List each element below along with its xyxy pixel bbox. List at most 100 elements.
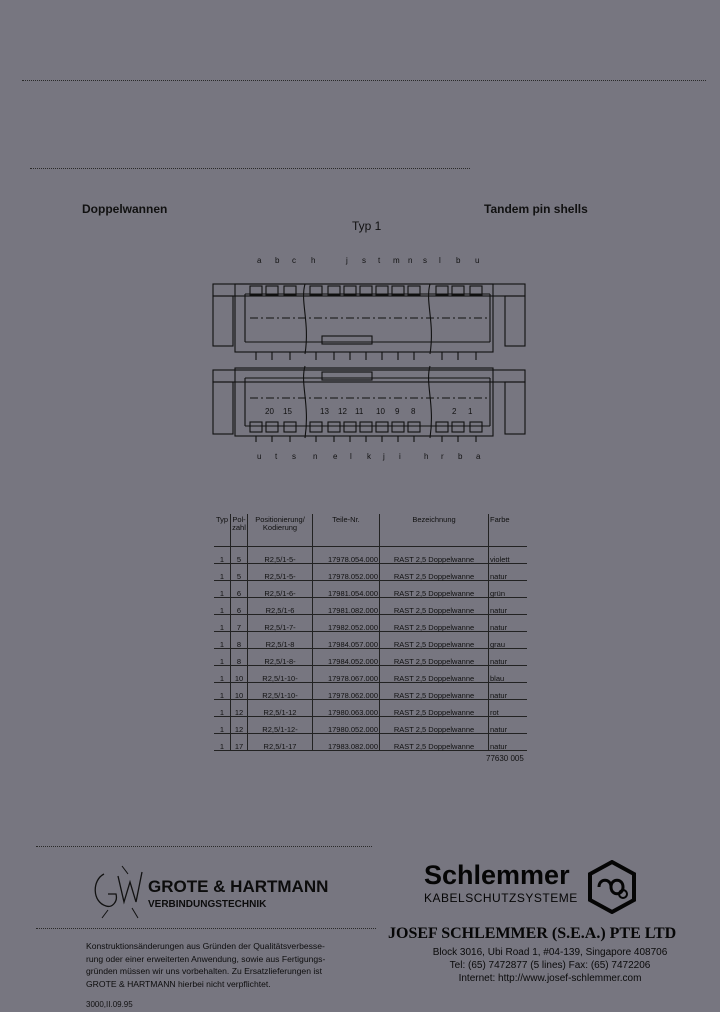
pin-letter: k [367, 452, 371, 461]
pin-letter: e [333, 452, 338, 461]
cell-pol: 6 [230, 597, 248, 615]
pin-letter: h [311, 256, 316, 265]
note-line: GROTE & HARTMANN hierbei nicht verpflich… [86, 978, 271, 989]
bottom-pin-legs [255, 436, 477, 442]
cell-farbe: rot [488, 699, 527, 717]
cell-farbe: natur [488, 597, 527, 615]
pin-letter: b [456, 256, 461, 265]
top-pin-letters: a b c h j s t m n s l b u [0, 256, 720, 268]
cell-teil: 17981.054.000 [312, 580, 380, 598]
pin-letter: s [362, 256, 366, 265]
pin-number: 9 [395, 407, 400, 416]
cell-farbe: natur [488, 563, 527, 581]
cell-pol: 10 [230, 682, 248, 700]
col-bez: Bezeichnung [379, 514, 489, 547]
cell-typ: 1 [214, 682, 231, 700]
cell-pol: 7 [230, 614, 248, 632]
cell-pol: 10 [230, 665, 248, 683]
address-line: Tel: (65) 7472877 (5 lines) Fax: (65) 74… [449, 960, 651, 971]
cell-bez: RAST 2,5 Doppelwanne [379, 563, 489, 581]
scan-line [30, 168, 470, 170]
address-line: Block 3016, Ubi Road 1, #04-139, Singapo… [432, 947, 668, 958]
pin-letter: i [399, 452, 401, 461]
scan-line [22, 80, 706, 82]
cell-teil: 17984.057.000 [312, 631, 380, 649]
cell-pos: R2,5/1-6- [247, 580, 313, 598]
col-teil: Teile-Nr. [312, 514, 380, 547]
cell-pos: R2,5/1-6 [247, 597, 313, 615]
note-line: gründen müssen wir uns vorbehalten. Zu E… [86, 966, 322, 977]
cell-pol: 5 [230, 563, 248, 581]
gh-emblem-icon [94, 865, 143, 919]
pin-number: 10 [376, 407, 385, 416]
cell-pol: 12 [230, 699, 248, 717]
cell-typ: 1 [214, 546, 231, 564]
pin-letter: r [441, 452, 444, 461]
cell-pos: R2,5/1-5- [247, 546, 313, 564]
company-address: Block 3016, Ubi Road 1, #04-139, Singapo… [400, 946, 700, 985]
bottom-pin-numbers: 20 15 13 12 11 10 9 8 2 1 [0, 407, 720, 419]
cell-teil: 17981.082.000 [312, 597, 380, 615]
parts-table: Typ Pol-zahl Positionierung/ Kodierung T… [214, 514, 527, 751]
drawing-number: 77630 005 [486, 754, 524, 763]
cell-farbe: blau [488, 665, 527, 683]
cell-bez: RAST 2,5 Doppelwanne [379, 682, 489, 700]
pin-number: 15 [283, 407, 292, 416]
pin-number: 20 [265, 407, 274, 416]
cell-pos: R2,5/1-5- [247, 563, 313, 581]
cell-typ: 1 [214, 631, 231, 649]
cell-pos: R2,5/1-12 [247, 699, 313, 717]
cell-pos: R2,5/1-10- [247, 682, 313, 700]
cell-bez: RAST 2,5 Doppelwanne [379, 733, 489, 751]
col-pos: Positionierung/ Kodierung [247, 514, 313, 547]
cell-farbe: violett [488, 546, 527, 564]
cell-pol: 8 [230, 648, 248, 666]
cell-farbe: natur [488, 648, 527, 666]
cell-bez: RAST 2,5 Doppelwanne [379, 699, 489, 717]
top-pin-legs [255, 352, 477, 360]
cell-pol: 5 [230, 546, 248, 564]
cell-teil: 17982.052.000 [312, 614, 380, 632]
cell-pos: R2,5/1-10- [247, 665, 313, 683]
cell-teil: 17978.067.000 [312, 665, 380, 683]
cell-farbe: grün [488, 580, 527, 598]
cell-teil: 17984.052.000 [312, 648, 380, 666]
disclaimer-note: Konstruktionsänderungen aus Gründen der … [86, 940, 376, 990]
cell-pos: R2,5/1-8- [247, 648, 313, 666]
cell-pol: 17 [230, 733, 248, 751]
schlemmer-logo-text: Schlemmer [424, 860, 570, 890]
cell-pos: R2,5/1-8 [247, 631, 313, 649]
pin-letter: c [292, 256, 296, 265]
col-farbe: Farbe [488, 514, 527, 547]
pin-letter: l [350, 452, 352, 461]
cell-typ: 1 [214, 733, 231, 751]
heading-left: Doppelwannen [82, 202, 168, 216]
cell-pos: R2,5/1-7- [247, 614, 313, 632]
connector-drawing [212, 283, 526, 442]
scan-line [36, 928, 376, 930]
note-line: rung oder einer erweiterten Anwendung, s… [86, 953, 326, 964]
gh-name: GROTE & HARTMANN [148, 877, 329, 896]
cell-pos: R2,5/1-12- [247, 716, 313, 734]
cell-teil: 17978.054.000 [312, 546, 380, 564]
cell-teil: 17978.062.000 [312, 682, 380, 700]
cell-farbe: natur [488, 682, 527, 700]
top-shell [212, 283, 526, 360]
pin-letter: t [275, 452, 278, 461]
pin-letter: b [275, 256, 280, 265]
address-line: Internet: http://www.josef-schlemmer.com [458, 973, 642, 984]
grote-hartmann-logo: GROTE & HARTMANN VERBINDUNGSTECHNIK [88, 862, 358, 922]
pin-number: 1 [468, 407, 473, 416]
pin-letter: u [257, 452, 262, 461]
pin-letter: j [383, 452, 385, 461]
pin-letter: n [313, 452, 318, 461]
cell-teil: 17983.082.000 [312, 733, 380, 751]
scan-line [36, 846, 372, 848]
